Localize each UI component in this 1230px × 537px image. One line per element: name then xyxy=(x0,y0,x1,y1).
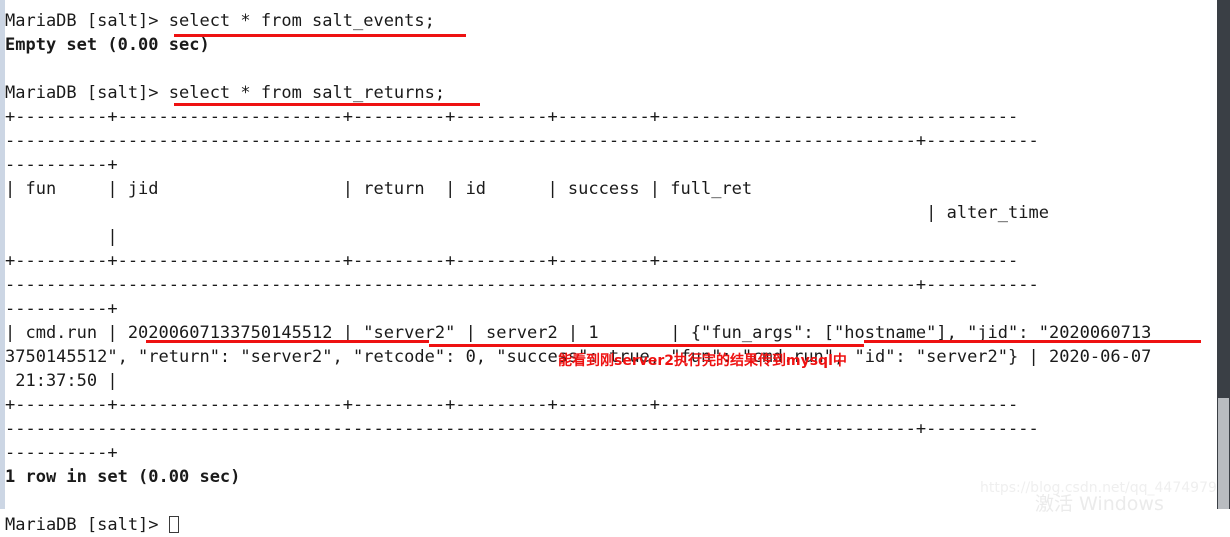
final-prompt-line: MariaDB [salt]> xyxy=(5,513,1217,537)
terminal-line-result-1: Empty set (0.00 sec) xyxy=(5,35,210,55)
terminal-line-sep-top-c: ----------+ xyxy=(5,155,118,175)
terminal-line-cmd-2: MariaDB [salt]> select * from salt_retur… xyxy=(5,83,446,103)
underline-u1 xyxy=(174,34,466,37)
terminal-line-sep-bot-a: +---------+----------------------+------… xyxy=(5,395,1019,415)
watermark-activate-windows: 激活 Windows xyxy=(1035,493,1164,515)
terminal-line-sep-top-a: +---------+----------------------+------… xyxy=(5,107,1019,127)
annotation-note-cn: 能看到刚server2执行完的结果传到mysql中 xyxy=(558,353,847,369)
terminal-line-sep-mid-c: ----------+ xyxy=(5,299,118,319)
terminal-line-cmd-1: MariaDB [salt]> select * from salt_event… xyxy=(5,11,435,31)
left-gutter-strip xyxy=(0,0,5,509)
terminal-line-row-1-a: | cmd.run | 20200607133750145512 | "serv… xyxy=(5,323,1152,343)
terminal-line-sep-bot-c: ----------+ xyxy=(5,443,118,463)
vertical-scrollbar[interactable] xyxy=(1217,0,1230,509)
scrollbar-thumb[interactable] xyxy=(1218,398,1229,509)
underline-u3 xyxy=(146,340,429,343)
terminal-line-header-b: | alter_time xyxy=(5,203,1049,223)
watermark-csdn-url: https://blog.csdn.net/qq_44749796 xyxy=(980,480,1226,496)
terminal-line-row-1-c: 21:37:50 | xyxy=(5,371,118,391)
terminal-line-result-2: 1 row in set (0.00 sec) xyxy=(5,467,241,487)
terminal-line-sep-bot-b: ----------------------------------------… xyxy=(5,419,1039,439)
terminal-line-blank-1 xyxy=(5,57,1217,81)
underline-u5 xyxy=(864,340,1201,343)
prompt-text: MariaDB [salt]> xyxy=(5,515,169,535)
terminal-line-sep-mid-b: ----------------------------------------… xyxy=(5,275,1039,295)
terminal-line-sep-top-b: ----------------------------------------… xyxy=(5,131,1039,151)
terminal-line-row-1-b: 3750145512", "return": "server2", "retco… xyxy=(5,347,1152,367)
terminal-output: MariaDB [salt]> select * from salt_event… xyxy=(5,9,1217,513)
underline-u2 xyxy=(174,103,480,106)
terminal-line-sep-mid-a: +---------+----------------------+------… xyxy=(5,251,1019,271)
terminal-screen[interactable]: MariaDB [salt]> select * from salt_event… xyxy=(5,0,1217,535)
text-cursor xyxy=(168,516,179,533)
terminal-line-header-a: | fun | jid | return | id | success | fu… xyxy=(5,179,753,199)
underline-u4 xyxy=(429,344,864,347)
terminal-line-header-c: | xyxy=(5,227,118,247)
